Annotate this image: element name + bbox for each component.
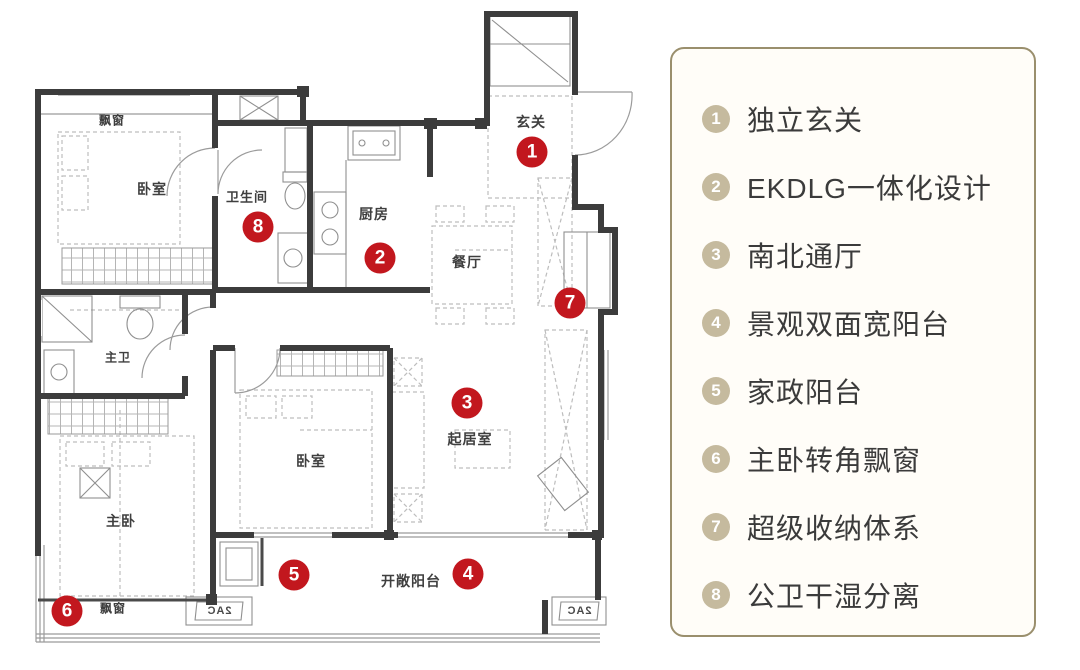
legend-item-4: 4 景观双面宽阳台 (702, 289, 1034, 357)
walls-medium (38, 538, 264, 602)
legend-badge-8: 8 (702, 581, 730, 609)
marker-2-kitchen: 2 (364, 242, 396, 274)
legend-item-8: 8 公卫干湿分离 (702, 561, 1034, 629)
legend-label-5: 家政阳台 (747, 377, 864, 408)
feature-legend-panel: 1 独立玄关 2 EKDLG一体化设计 3 南北通厅 4 景观双面宽阳台 5 家… (670, 47, 1036, 637)
legend-item-6: 6 主卧转角飘窗 (702, 425, 1034, 493)
room-label-bedroom-top: 卧室 (137, 181, 167, 197)
room-label-master-bedroom: 主卧 (106, 513, 136, 529)
legend-badge-6: 6 (702, 445, 730, 473)
marker-5-service-balcony: 5 (278, 559, 310, 591)
legend-label-7: 超级收纳体系 (747, 513, 922, 544)
legend-badge-5: 5 (702, 377, 730, 405)
legend-label-2: EKDLG一体化设计 (747, 173, 992, 204)
marker-7-storage: 7 (554, 287, 586, 319)
room-label-bedroom-mid: 卧室 (296, 453, 326, 469)
marker-8-bathroom: 8 (242, 211, 274, 243)
legend-item-7: 7 超级收纳体系 (702, 493, 1034, 561)
room-label-open-balcony: 开敞阳台 (381, 573, 441, 589)
room-label-kitchen: 厨房 (359, 206, 389, 222)
room-label-bathroom: 卫生间 (225, 189, 269, 205)
walls (35, 11, 618, 634)
marker-1-entry: 1 (516, 136, 548, 168)
legend-label-3: 南北通厅 (747, 241, 864, 272)
room-label-bay-window-top: 飘窗 (98, 113, 126, 128)
room-label-entry: 玄关 (516, 114, 546, 130)
marker-6-corner-window: 6 (51, 595, 83, 627)
legend-label-1: 独立玄关 (747, 105, 864, 136)
legend-label-8: 公卫干湿分离 (747, 581, 922, 612)
legend-badge-2: 2 (702, 173, 730, 201)
room-label-bay-window-bottom: 飘窗 (99, 601, 127, 616)
room-label-living: 起居室 (447, 431, 493, 447)
legend-badge-1: 1 (702, 105, 730, 133)
floor-plan-drawing (33, 11, 633, 643)
legend-badge-7: 7 (702, 513, 730, 541)
legend-item-1: 1 独立玄关 (702, 85, 1034, 153)
legend-badge-4: 4 (702, 309, 730, 337)
ac-unit-label-left: 2AC (206, 605, 232, 617)
wall-piers (206, 86, 602, 605)
legend-item-5: 5 家政阳台 (702, 357, 1034, 425)
legend-item-3: 3 南北通厅 (702, 221, 1034, 289)
fixtures (41, 15, 611, 626)
legend-label-4: 景观双面宽阳台 (747, 309, 951, 340)
room-label-dining: 餐厅 (452, 254, 482, 270)
ac-unit-label-right: 2AC (566, 605, 592, 617)
legend-label-6: 主卧转角飘窗 (747, 445, 922, 476)
floor-plan: 飘窗 卧室 卫生间 厨房 玄关 餐厅 主卫 卧室 起居室 主卧 飘窗 开敞阳台 … (33, 11, 633, 643)
legend-badge-3: 3 (702, 241, 730, 269)
room-label-master-bath: 主卫 (104, 350, 132, 365)
marker-3-living: 3 (451, 387, 483, 419)
legend-item-2: 2 EKDLG一体化设计 (702, 153, 1034, 221)
marker-4-balcony: 4 (452, 558, 484, 590)
